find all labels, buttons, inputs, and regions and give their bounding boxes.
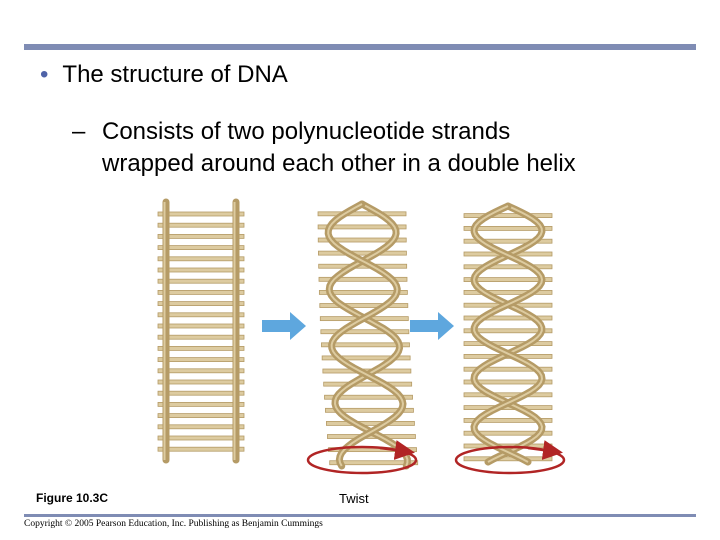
base-pair-rung [157, 278, 245, 284]
base-pair-rung [157, 211, 245, 217]
base-pair-rung [157, 233, 245, 239]
base-pair-rung [157, 222, 245, 228]
bullet-sub-line2: wrapped around each other in a double he… [102, 150, 576, 177]
base-pair-rung [329, 460, 419, 466]
base-pair-rung [157, 413, 245, 419]
base-pair-rung [157, 334, 245, 340]
base-pair-rung [317, 237, 407, 243]
bullet-dash: – [72, 118, 86, 145]
twist-arrow-2 [454, 440, 566, 475]
dna-twisting [317, 200, 419, 470]
base-pair-rung [318, 250, 407, 256]
base-pair-rung [157, 390, 245, 396]
base-pair-rung [157, 312, 245, 318]
bullet-dot: • [40, 61, 49, 88]
title-rule [24, 44, 696, 50]
backbone-highlight [472, 205, 544, 463]
base-pair-rung [321, 355, 411, 361]
backbone-highlight [472, 205, 544, 463]
backbone-highlight [328, 203, 409, 467]
bullet-main: • The structure of DNA [40, 60, 288, 90]
base-pair-rung [157, 245, 245, 251]
base-pair-rung [463, 289, 553, 295]
base-pair-rung [157, 301, 245, 307]
base-pair-rung [463, 238, 553, 244]
base-pair-rung [157, 256, 245, 262]
base-pair-rung [463, 225, 553, 231]
base-pair-rung [463, 392, 553, 398]
base-pair-rung [157, 289, 245, 295]
base-pair-rung [325, 407, 414, 413]
arrow-right-2 [410, 312, 454, 340]
twist-label: Twist [339, 491, 369, 506]
footer-rule [24, 514, 696, 517]
base-pair-rung [323, 381, 413, 387]
bullet-sub: –Consists of two polynucleotide strands … [72, 116, 576, 180]
base-pair-rung [319, 303, 409, 308]
base-pair-rung [463, 264, 553, 270]
dna-ladder [157, 198, 245, 464]
base-pair-rung [320, 329, 410, 335]
base-pair-rung [463, 315, 553, 321]
base-pair-rung [157, 368, 245, 374]
base-pair-rung [317, 211, 407, 217]
dna-double-helix [463, 202, 553, 466]
bullet-main-text: The structure of DNA [62, 61, 288, 88]
base-pair-rung [326, 421, 415, 426]
base-pair-rung [318, 276, 408, 282]
base-pair-rung [317, 224, 407, 230]
base-pair-rung [463, 328, 553, 334]
base-pair-rung [157, 345, 245, 351]
base-pair-rung [318, 290, 408, 295]
base-pair-rung [463, 430, 553, 436]
base-pair-rung [463, 341, 553, 347]
base-pair-rung [463, 366, 553, 372]
base-pair-rung [157, 379, 245, 385]
base-pair-rung [463, 379, 553, 385]
base-pair-rung [463, 456, 553, 462]
base-pair-rung [157, 424, 245, 430]
base-pair-rung [463, 417, 553, 423]
base-pair-rung [157, 323, 245, 329]
arrow-right-1 [262, 312, 306, 340]
base-pair-rung [324, 394, 413, 400]
copyright-text: Copyright © 2005 Pearson Education, Inc.… [24, 519, 323, 529]
twist-arrow-1 [306, 440, 418, 475]
base-pair-rung [463, 213, 553, 219]
bullet-sub-line1: Consists of two polynucleotide strands [102, 118, 511, 145]
base-pair-rung [157, 267, 245, 273]
base-pair-rung [463, 277, 553, 283]
base-pair-rung [157, 446, 245, 452]
base-pair-rung [321, 342, 410, 348]
figure-label: Figure 10.3C [36, 491, 109, 505]
base-pair-rung [157, 357, 245, 363]
base-pair-rung [157, 435, 245, 441]
backbone-highlight [327, 203, 405, 467]
base-pair-rung [157, 401, 245, 407]
